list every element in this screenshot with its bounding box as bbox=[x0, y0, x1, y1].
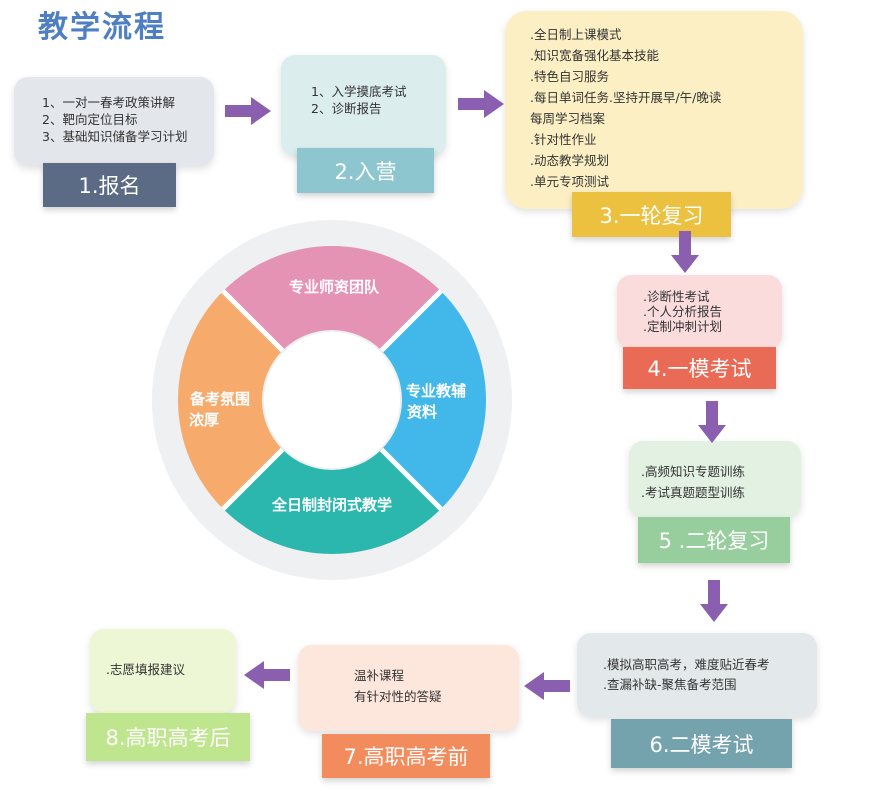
wheel-segment-left bbox=[177, 291, 283, 509]
step7-item: 有针对性的答疑 bbox=[354, 689, 442, 704]
step6-item: .查漏补缺-聚焦备考范围 bbox=[603, 677, 737, 692]
right-arrow-icon bbox=[458, 90, 504, 118]
step3-card: .全日制上课模式 .知识宽备强化基本技能 .特色自习服务 .每日单词任务.坚持开… bbox=[505, 11, 803, 209]
step8-card: .志愿填报建议 bbox=[90, 629, 236, 713]
step1-item: 1、一对一春考政策讲解 bbox=[42, 95, 175, 110]
step2-label: 2.入营 bbox=[297, 148, 434, 193]
step7-card: 温补课程 有针对性的答疑 bbox=[298, 645, 519, 731]
step6-items: .模拟高职高考，难度贴近春考 .查漏补缺-聚焦备考范围 bbox=[603, 655, 817, 695]
step3-label: 3.一轮复习 bbox=[572, 192, 731, 237]
step5-items: .高频知识专题训练 .考试真题题型训练 bbox=[641, 461, 801, 503]
step8-label: 8.高职高考后 bbox=[86, 713, 250, 761]
left-arrow-icon bbox=[244, 661, 290, 689]
step3-item: .特色自习服务 bbox=[530, 69, 609, 84]
step1-item: 3、基础知识储备学习计划 bbox=[42, 129, 188, 144]
wheel-left-label-line2: 浓厚 bbox=[189, 411, 219, 429]
step8-items: .志愿填报建议 bbox=[106, 661, 236, 678]
step1-item: 2、靶向定位目标 bbox=[42, 112, 138, 127]
step3-item: 每周学习档案 bbox=[530, 111, 606, 126]
right-arrow-icon bbox=[225, 97, 271, 125]
wheel-top-label: 专业师资团队 bbox=[289, 278, 380, 296]
step3-item: .单元专项测试 bbox=[530, 174, 609, 189]
wheel-right-label-line1: 专业教辅 bbox=[406, 382, 466, 400]
step1-label: 1.报名 bbox=[43, 163, 176, 207]
step4-items: .诊断性考试 .个人分析报告 .定制冲刺计划 bbox=[643, 289, 782, 334]
step8-item: .志愿填报建议 bbox=[106, 662, 185, 677]
wheel-center bbox=[264, 332, 400, 468]
step2-item: 2、诊断报告 bbox=[311, 101, 382, 116]
wheel-segment-bottom bbox=[223, 449, 441, 555]
step7-item: 温补课程 bbox=[354, 668, 405, 683]
step3-item: .知识宽备强化基本技能 bbox=[530, 48, 659, 63]
step5-item: .考试真题题型训练 bbox=[641, 485, 745, 500]
step1-items: 1、一对一春考政策讲解 2、靶向定位目标 3、基础知识储备学习计划 bbox=[42, 94, 214, 145]
step4-label: 4.一模考试 bbox=[623, 347, 776, 389]
step3-item: .每日单词任务.坚持开展早/午/晚读 bbox=[530, 90, 722, 105]
step7-label: 7.高职高考前 bbox=[322, 734, 490, 778]
step2-item: 1、入学摸底考试 bbox=[311, 84, 407, 99]
step3-items: .全日制上课模式 .知识宽备强化基本技能 .特色自习服务 .每日单词任务.坚持开… bbox=[530, 24, 803, 192]
step5-item: .高频知识专题训练 bbox=[641, 464, 745, 479]
step4-item: .个人分析报告 bbox=[643, 304, 722, 319]
step2-card: 1、入学摸底考试 2、诊断报告 bbox=[281, 55, 446, 156]
step6-card: .模拟高职高考，难度贴近春考 .查漏补缺-聚焦备考范围 bbox=[577, 633, 817, 717]
page-title: 教学流程 bbox=[38, 10, 166, 45]
wheel-segment-top bbox=[223, 245, 441, 351]
down-arrow-icon bbox=[671, 231, 699, 273]
features-wheel: 专业师资团队 专业教辅 资料 全日制封闭式教学 备考氛围 浓厚 bbox=[152, 220, 512, 580]
step3-item: .全日制上课模式 bbox=[530, 27, 622, 42]
wheel-bottom-label: 全日制封闭式教学 bbox=[271, 496, 392, 514]
step7-items: 温补课程 有针对性的答疑 bbox=[354, 665, 519, 707]
step5-label: 5 .二轮复习 bbox=[638, 517, 790, 563]
step3-item: .针对性作业 bbox=[530, 132, 597, 147]
step1-card: 1、一对一春考政策讲解 2、靶向定位目标 3、基础知识储备学习计划 bbox=[14, 77, 214, 166]
wheel-right-label-line2: 资料 bbox=[407, 403, 437, 421]
step3-item: .动态教学规划 bbox=[530, 153, 609, 168]
down-arrow-icon bbox=[698, 401, 726, 443]
wheel-segment-right bbox=[381, 291, 487, 509]
step4-item: .定制冲刺计划 bbox=[643, 319, 722, 334]
step6-item: .模拟高职高考，难度贴近春考 bbox=[603, 657, 770, 672]
wheel-left-label-line1: 备考氛围 bbox=[189, 390, 250, 408]
step2-items: 1、入学摸底考试 2、诊断报告 bbox=[311, 83, 446, 117]
down-arrow-icon bbox=[700, 580, 728, 622]
step6-label: 6.二模考试 bbox=[611, 719, 792, 768]
step5-card: .高频知识专题训练 .考试真题题型训练 bbox=[629, 441, 801, 517]
left-arrow-icon bbox=[524, 672, 570, 700]
step4-card: .诊断性考试 .个人分析报告 .定制冲刺计划 bbox=[617, 275, 782, 349]
step4-item: .诊断性考试 bbox=[643, 289, 710, 304]
